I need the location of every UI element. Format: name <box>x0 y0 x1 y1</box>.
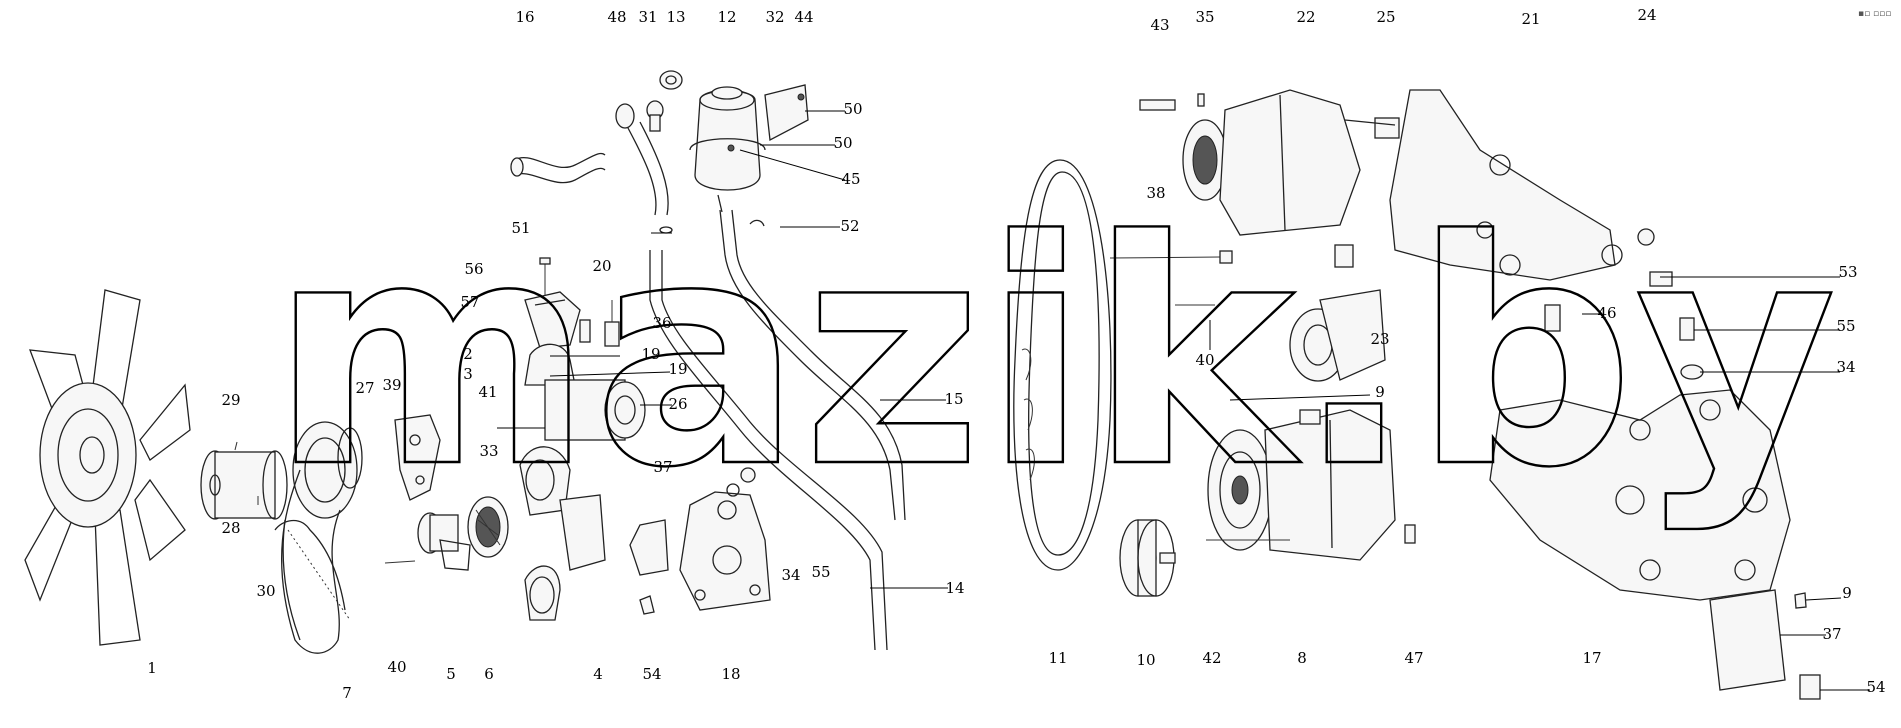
callout-label-c55a: 55 <box>811 563 830 581</box>
callout-label-c32: 32 <box>765 8 784 26</box>
idler-10-part <box>1119 519 1176 597</box>
callout-label-c48: 48 <box>607 8 626 26</box>
callout-label-c14: 14 <box>945 579 964 597</box>
reservoir-part <box>646 70 809 234</box>
callout-label-c51: 51 <box>511 219 530 237</box>
bracket-37-right-part <box>1709 589 1807 691</box>
watermark-text: mazik.by <box>270 175 1837 536</box>
callout-label-c45: 45 <box>841 170 860 188</box>
callout-label-c20: 20 <box>592 257 611 275</box>
callout-label-c41: 41 <box>478 383 497 401</box>
callout-label-c36: 36 <box>652 314 671 332</box>
callout-label-c22: 22 <box>1296 8 1315 26</box>
corner-mark: ▪▫ ▫▫▫ <box>1858 9 1891 19</box>
callout-label-c6: 6 <box>484 665 494 683</box>
fasteners-right-part <box>1544 271 1821 700</box>
callout-label-c50b: 50 <box>833 134 852 152</box>
callout-label-c38: 38 <box>1146 184 1165 202</box>
callout-label-c37b: 37 <box>1822 625 1841 643</box>
hose-15-part <box>719 209 906 521</box>
ac-compressor-part <box>1206 409 1416 561</box>
callout-label-c40b: 40 <box>1195 351 1214 369</box>
hose-16-part <box>510 152 606 184</box>
callout-label-c29: 29 <box>221 391 240 409</box>
alternator-part <box>1109 89 1400 268</box>
callout-label-c17: 17 <box>1582 649 1601 667</box>
hose-48-part <box>615 103 669 216</box>
callout-label-c15: 15 <box>944 390 963 408</box>
callout-label-c26: 26 <box>668 395 687 413</box>
callout-label-c18: 18 <box>721 665 740 683</box>
callout-label-c47: 47 <box>1404 649 1423 667</box>
callout-label-c24: 24 <box>1637 6 1656 24</box>
callout-label-c7: 7 <box>342 684 352 702</box>
callout-label-c19a: 19 <box>641 345 660 363</box>
callout-label-c10: 10 <box>1136 651 1155 669</box>
callout-label-c9a: 9 <box>1375 383 1385 401</box>
callout-label-c13: 13 <box>666 8 685 26</box>
callout-label-c42: 42 <box>1202 649 1221 667</box>
callout-label-c40a: 40 <box>387 658 406 676</box>
callout-label-c57: 57 <box>460 293 479 311</box>
hose-14-part <box>649 250 888 651</box>
callout-label-c19b: 19 <box>668 360 687 378</box>
callout-label-c35: 35 <box>1195 8 1214 26</box>
callout-label-c8: 8 <box>1297 649 1307 667</box>
callout-label-c54a: 54 <box>642 665 661 683</box>
callout-label-c3: 3 <box>463 365 473 383</box>
small-bracket-37-part <box>629 519 669 615</box>
callout-label-c4: 4 <box>593 665 603 683</box>
mount-bracket-18-part <box>679 467 771 611</box>
water-pump-housing-part <box>519 257 646 621</box>
callout-label-c16: 16 <box>515 8 534 26</box>
callout-label-c9b: 9 <box>1842 584 1852 602</box>
belt-and-pulley-part <box>274 421 363 654</box>
callout-label-c27: 27 <box>355 379 374 397</box>
fan-hub-part <box>200 441 288 520</box>
callout-label-c21: 21 <box>1521 10 1540 28</box>
tensioner-part <box>384 512 471 571</box>
bracket-21-part <box>1389 89 1655 281</box>
callout-label-c37a: 37 <box>653 458 672 476</box>
callout-label-c50a: 50 <box>843 100 862 118</box>
bracket-17-part <box>1489 389 1791 601</box>
bracket-39-part <box>394 414 441 501</box>
callout-label-c34a: 34 <box>781 566 800 584</box>
callout-label-c5: 5 <box>446 665 456 683</box>
callout-label-c44: 44 <box>794 8 813 26</box>
poly-v-belt-part <box>1013 159 1112 571</box>
callout-label-c46: 46 <box>1597 304 1616 322</box>
callout-label-c53: 53 <box>1838 263 1857 281</box>
callout-label-c34b: 34 <box>1836 358 1855 376</box>
callout-label-c31: 31 <box>638 8 657 26</box>
callout-label-c39: 39 <box>382 376 401 394</box>
callout-label-c23: 23 <box>1370 330 1389 348</box>
idler-pulley-part <box>467 496 509 558</box>
fan-part <box>24 289 191 646</box>
callout-label-c1: 1 <box>147 659 157 677</box>
callout-label-c55b: 55 <box>1836 317 1855 335</box>
callout-label-c56: 56 <box>464 260 483 278</box>
callout-label-c54b: 54 <box>1866 678 1885 696</box>
callout-label-c43: 43 <box>1150 16 1169 34</box>
callout-label-c52: 52 <box>840 217 859 235</box>
callout-label-c12: 12 <box>717 8 736 26</box>
tensioner-23-part <box>1175 289 1386 382</box>
callout-label-c28: 28 <box>221 519 240 537</box>
callout-label-c33: 33 <box>479 442 498 460</box>
callout-label-c25: 25 <box>1376 8 1395 26</box>
callout-label-c11: 11 <box>1048 649 1067 667</box>
callout-label-c2: 2 <box>463 345 473 363</box>
callout-label-c30: 30 <box>256 582 275 600</box>
leader-lines <box>497 110 1870 691</box>
